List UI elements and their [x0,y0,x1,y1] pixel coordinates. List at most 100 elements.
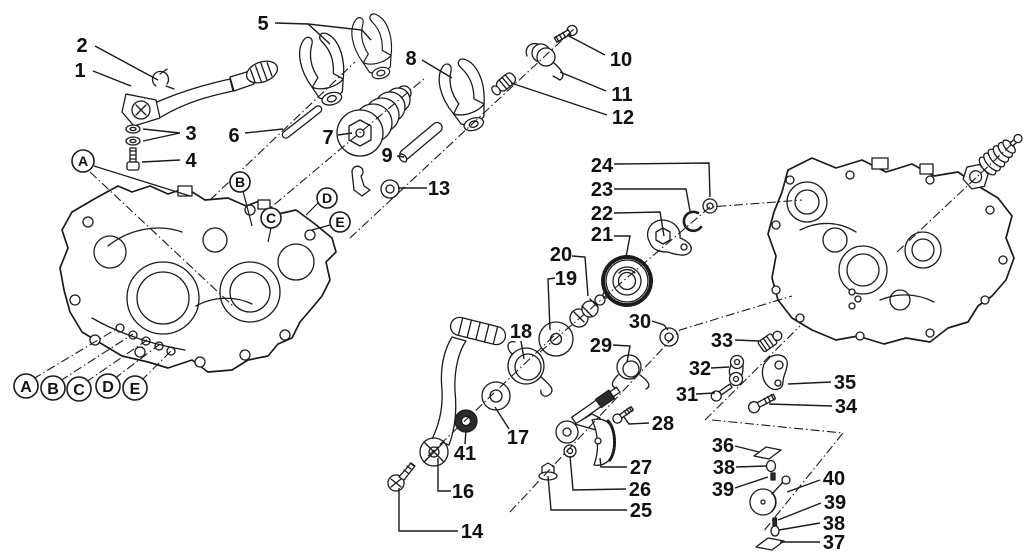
part-number-label: 34 [835,396,858,418]
part-number-label: 7 [322,127,333,149]
assembly-axis-line [896,142,1014,253]
part-number-label: 30 [629,311,651,333]
leader-line [768,403,833,407]
gearshift-lever [121,60,279,127]
kick-bushing-41 [454,409,478,433]
part-number-label: 23 [591,179,613,201]
part-number-label: 38 [713,457,735,479]
letter-leader-line [267,227,272,243]
case-letter-upper-label: E [335,214,344,230]
part-number-label: 32 [689,358,711,380]
right-crankcase-half [767,157,1015,345]
part-number-label: 36 [712,435,734,457]
washer-26 [563,444,577,458]
leader-line [337,132,353,136]
part-number-label: 25 [630,500,652,522]
detent-cap-38a [765,459,777,473]
leader-line [396,155,405,158]
parts-artwork [59,13,1023,551]
part-number-label: 22 [591,203,613,225]
leader-line [786,479,821,493]
leader-line [569,455,627,491]
lever-bolt [126,147,140,171]
part-number-label: 33 [711,330,733,352]
leader-line [787,381,832,385]
leader-line [94,45,159,81]
leader-line [735,465,768,468]
shift-fork [299,32,345,106]
letter-leader-line [305,202,319,216]
part-number-label: 20 [550,244,572,266]
part-number-label: 11 [611,84,632,106]
leader-line [612,344,631,363]
idler-gear [601,255,653,307]
leader-line [464,429,467,445]
ratchet-shaft-20 [569,291,610,328]
leader-line [421,59,453,79]
washer-17 [481,381,511,411]
part-number-label: 13 [428,178,450,200]
case-letter-upper-label: D [322,190,332,206]
case-letter-upper-circle [260,207,282,229]
part-number-label: 41 [454,443,476,465]
retaining-clip [151,68,175,90]
assembly-axis-line [261,77,426,216]
case-letter-upper-circle [329,211,351,233]
part-number-label: 8 [405,48,416,70]
circlip [682,210,703,233]
assembly-axis-line [140,347,175,382]
assembly-axis-line [113,343,161,380]
pawl-lever [351,165,371,197]
part-number-label: 19 [555,268,577,290]
leader-line [734,339,760,342]
part-number-label: 28 [652,413,674,435]
assembly-axis-line [59,333,134,382]
letter-leader-line [242,190,253,227]
stop-bolt-28 [612,405,634,424]
leader-line [142,132,181,142]
leader-line [710,366,730,369]
leader-line [141,159,181,163]
leader-line [571,255,589,297]
detent-body-40 [749,475,791,516]
segment-spring-29 [611,354,650,390]
part-number-label: 27 [630,457,652,479]
leader-line [734,445,760,453]
tensioner-spring [962,133,1023,190]
leader-line [734,476,769,489]
shift-cam-plate [647,219,692,256]
case-letter-lower-circle [66,376,92,402]
case-letter-lower-label: C [73,382,85,399]
detent-cap-38b [770,525,780,537]
fork-shaft [281,105,323,139]
assembly-axis-line [704,325,801,421]
part-number-label: 40 [823,468,845,490]
leader-line [614,188,691,212]
part-number-label: 16 [452,481,474,503]
case-letter-upper-label: A [78,153,88,169]
case-bolt [387,462,416,492]
case-letter-lower-circle [95,373,121,399]
spring-anchor-bolt [553,24,578,43]
detent-bolt-34 [747,393,777,414]
leader-line [651,320,669,331]
leader-line [566,34,606,56]
part-number-label: 1 [74,60,85,82]
shift-drum [336,85,412,157]
part-number-label: 9 [381,145,392,167]
leader-line [599,457,627,468]
detent-arm-35 [761,354,788,391]
case-letter-upper-label: C [266,210,276,226]
leader-line [778,522,821,531]
case-letter-upper-label: B [235,174,245,190]
detent-pin-39b [772,517,778,527]
assembly-axis-line [32,327,119,380]
detent-pin-39a [770,472,776,481]
case-letter-upper-circle [71,149,95,173]
part-number-label: 38 [823,513,845,535]
part-number-label: 6 [228,125,239,147]
case-letter-lower-label: E [130,381,141,398]
part-number-label: 29 [590,335,612,357]
